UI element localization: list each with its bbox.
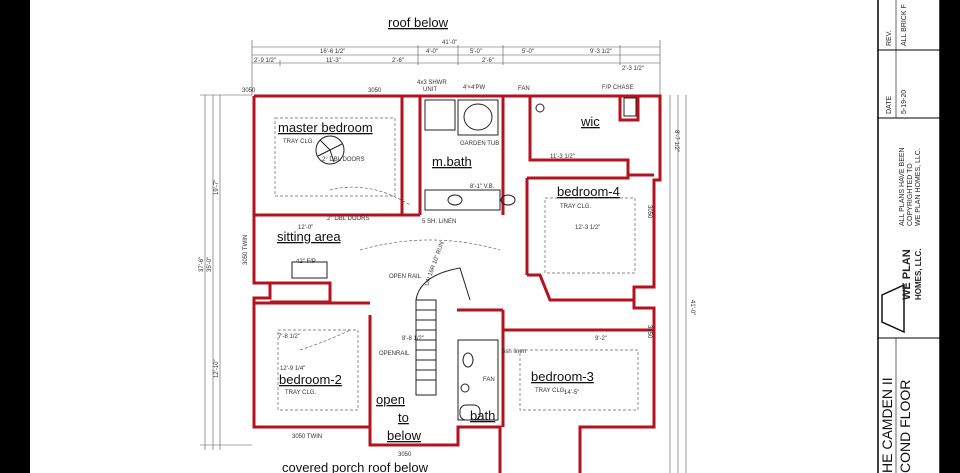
- brand-name-1: WE PLAN: [901, 249, 913, 300]
- note-vanity: 8'-1" V.B.: [470, 184, 495, 190]
- label-master-bath: m.bath: [432, 154, 472, 169]
- label-covered-porch: covered porch roof below: [282, 460, 429, 473]
- dim-12-3: 12'-3 1/2": [575, 225, 600, 231]
- brand-logo-icon: [881, 283, 905, 334]
- right-dimension-lines: [669, 95, 687, 473]
- dim-4-0: 4'-0": [426, 49, 438, 55]
- note-pw: 4ʹ×4ʹPW: [463, 84, 485, 91]
- label-bedroom-4: bedroom-4: [557, 184, 620, 199]
- note-5sh-linen: 5sh linen: [502, 349, 526, 355]
- top-dimension-lines: [251, 40, 661, 95]
- dim-14-5: 14'-5": [564, 390, 579, 396]
- brand-name-2: HOMES, LLC.: [914, 248, 923, 300]
- label-open: open: [376, 392, 405, 407]
- note-tray-clg-bed3: TRAY CLG.: [535, 388, 566, 394]
- label-wic: wic: [580, 114, 600, 129]
- title-copyright-2: COPYRIGHTED TO: [907, 163, 914, 226]
- dim-v-19-7: 19'-7": [214, 180, 220, 195]
- dim-v-37-6: 37'-6": [199, 257, 205, 272]
- dim-2-3: 2'-3 1/2": [622, 66, 644, 72]
- note-tray-clg-master: TRAY CLG.: [283, 139, 314, 145]
- label-to: to: [398, 410, 409, 425]
- label-below: below: [387, 428, 422, 443]
- dim-v-41-0: 41'-0": [689, 300, 695, 315]
- dim-11-3b: 11'-3 1/2": [550, 154, 575, 160]
- dim-v-12-10: 12'-10": [214, 359, 220, 378]
- note-tray-clg-bed2: TRAY CLG.: [285, 390, 316, 396]
- exterior-walls: [252, 94, 662, 473]
- note-open-rail: OPEN RAIL: [389, 274, 422, 280]
- dim-12-0: 12'-0": [298, 225, 313, 231]
- note-shower: 4x3 SHWR: [417, 80, 447, 86]
- stairs: [415, 267, 471, 396]
- note-dbl-doors-master: 2° DBL DOORS: [322, 157, 365, 163]
- label-bedroom-3: bedroom-3: [531, 369, 594, 384]
- floor-name: COND FLOOR: [897, 380, 913, 473]
- note-openrail: OPENRAIL: [379, 351, 410, 357]
- fireplace: [291, 261, 328, 279]
- note-linen: 5 SH. LINEN: [422, 219, 456, 225]
- ceiling-fan-icon: [315, 135, 345, 165]
- dim-2-6a: 2'-6": [392, 58, 404, 64]
- note-dbl-doors-sitting: 2° DBL DOORS: [327, 216, 370, 222]
- title-date-value: 5-19-20: [901, 90, 908, 114]
- dim-11-3: 11'-3": [326, 58, 341, 64]
- note-window-3050-a: 3050: [242, 88, 256, 94]
- note-window-3050-d: 3050: [646, 325, 652, 339]
- plan-name: HE CAMDEN II: [879, 377, 895, 473]
- note-shower-unit: UNIT: [423, 87, 437, 93]
- note-window-3050-twin: 3050 TWIN: [292, 434, 322, 440]
- title-block: [877, 0, 940, 473]
- dim-9-3: 9'-3 1/2": [590, 49, 612, 55]
- label-bath: bath: [470, 408, 495, 423]
- dim-v-8-7: 8'-7 1/2": [673, 130, 679, 152]
- note-window-3050-e: 3050: [398, 452, 412, 458]
- title-copyright-1: ALL PLANS HAVE BEEN: [899, 147, 906, 226]
- dim-16-6: 16'-6 1/2": [320, 49, 345, 55]
- fixtures: [424, 97, 637, 421]
- left-dimension-lines: [200, 94, 252, 450]
- dim-5-0a: 5'-0": [470, 49, 482, 55]
- title-date-label: DATE: [886, 96, 893, 114]
- note-tray-clg-bed4: TRAY CLG.: [560, 204, 591, 210]
- interior-walls: [254, 94, 654, 427]
- dim-overall: 41'-0": [442, 40, 457, 46]
- dim-2-6b: 2'-6": [482, 58, 494, 64]
- note-fireplace: 42" F/P: [296, 259, 316, 265]
- note-stair: DN 16R 10" RUN: [424, 241, 446, 287]
- title-rev: REV.: [886, 30, 893, 46]
- note-fan-bath: FAN: [483, 377, 495, 383]
- dim-5-0b: 5'-0": [522, 49, 534, 55]
- dim-2-9: 2'-9 1/2": [254, 58, 276, 64]
- title-copyright-3: WE PLAN HOMES, LLC.: [915, 148, 922, 226]
- note-garden-tub: GARDEN TUB: [460, 141, 499, 147]
- tray-ceilings: [274, 117, 639, 411]
- floor-plan: roof below master bedroom m.bath wic bed…: [199, 0, 940, 473]
- label-bedroom-2: bedroom-2: [279, 372, 342, 387]
- dim-12-9: 12'-9 1/4": [280, 366, 305, 372]
- note-fp-chase: F/P CHASE: [602, 85, 634, 91]
- note-fan-wic: FAN: [518, 86, 530, 92]
- drawing-sheet: roof below master bedroom m.bath wic bed…: [30, 0, 940, 473]
- note-window-3050-b: 3050: [368, 88, 382, 94]
- label-roof-below: roof below: [388, 15, 449, 30]
- title-rev-note: ALL BRICK F: [901, 4, 908, 46]
- note-window-3050-c: 3050: [646, 205, 652, 219]
- dim-7-8: 7'-8 1/2": [278, 334, 300, 340]
- note-window-3050-twin-v: 3050 TWIN: [243, 235, 249, 265]
- dim-8-8: 8'-8 1/2": [402, 336, 424, 342]
- dim-v-35-0: 35'-0": [207, 257, 213, 272]
- dim-9-2: 9'-2": [595, 336, 607, 342]
- label-master-bedroom: master bedroom: [278, 120, 373, 135]
- label-sitting-area: sitting area: [277, 229, 341, 244]
